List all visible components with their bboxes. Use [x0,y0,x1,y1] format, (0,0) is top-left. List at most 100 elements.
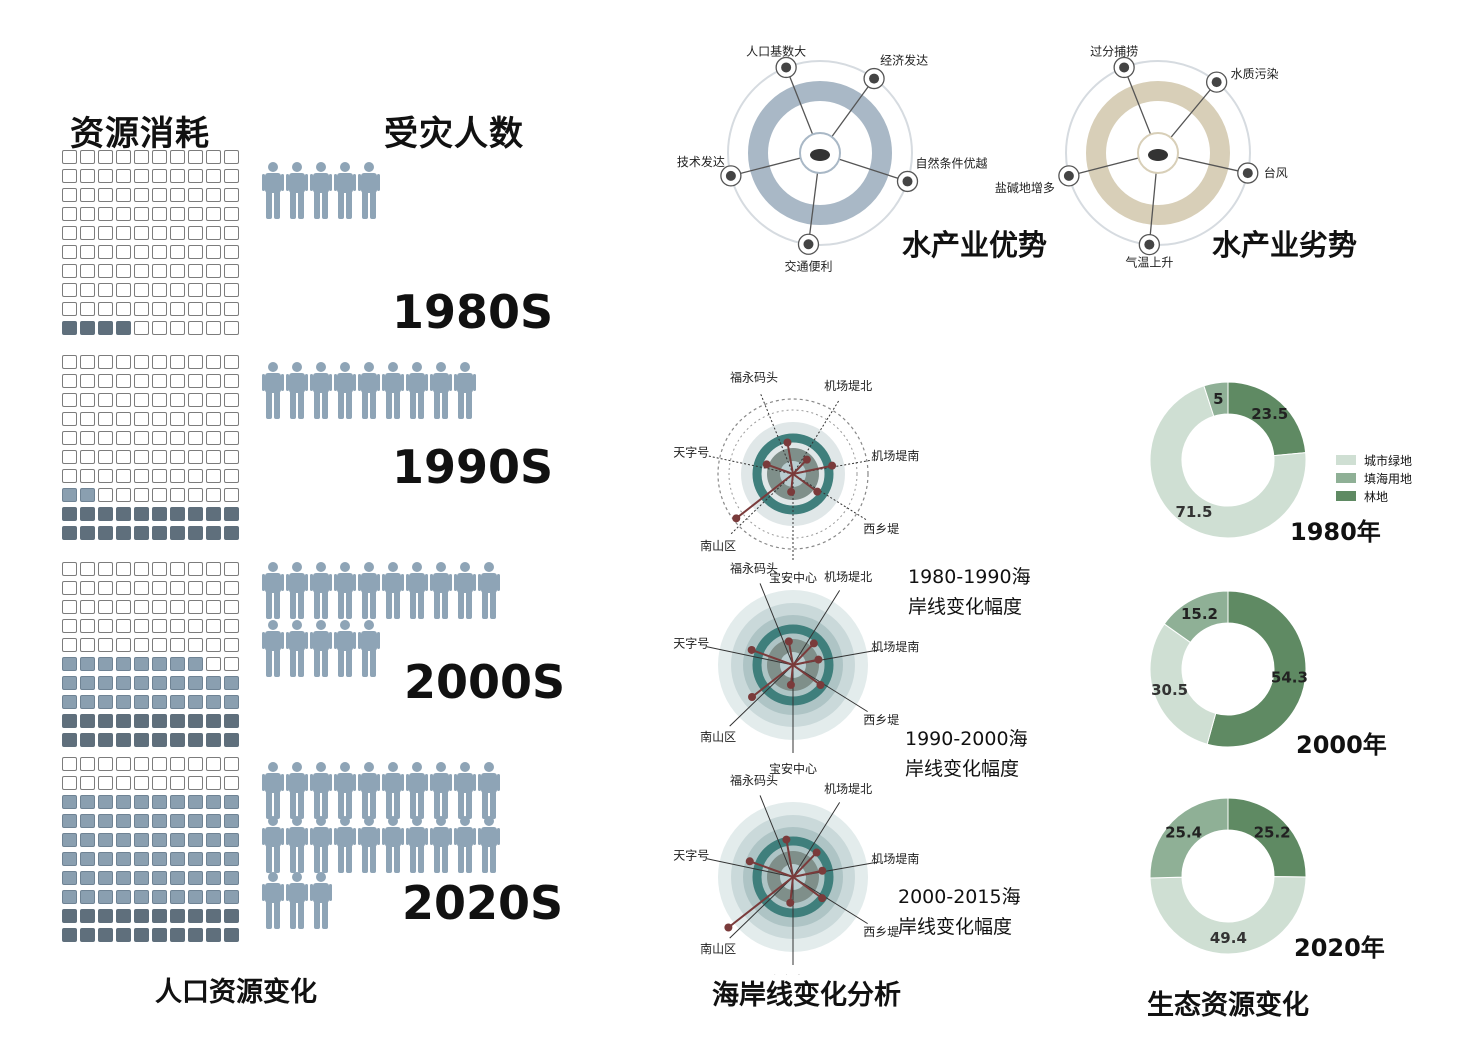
factor-label: 水质污染 [1231,66,1279,81]
resource-cell-filled [188,733,203,747]
resource-cell [62,776,77,790]
resource-cell-filled [152,852,167,866]
factor-label: 交通便利 [784,258,832,273]
resource-cell [62,264,77,278]
lightning-icon-glyph [1242,168,1253,179]
shoreline-change-marker [724,923,733,932]
shoreline-location-label: 福永码头 [730,773,778,788]
resource-cell [170,581,185,595]
whale-icon [810,149,830,161]
resource-cell [116,757,131,771]
person-icon [262,562,284,619]
donut-value-label: 5 [1213,390,1223,408]
resource-cell [224,302,239,316]
person-icon [430,562,452,619]
resource-cell [134,581,149,595]
resource-cell [116,638,131,652]
resource-cell [80,245,95,259]
resource-cell [188,264,203,278]
resource-cell [134,488,149,502]
person-icon [286,872,308,929]
resource-cell [98,412,113,426]
resource-cell [116,600,131,614]
ecology-donut-charts: 23.571.551980年54.330.515.22000年25.249.42… [1149,381,1387,962]
coins-icon-glyph [869,73,880,84]
person-icon [430,362,452,419]
person-icon [286,362,308,419]
shoreline-period-3-caption: 2000-2015海 岸线变化幅度 [898,882,1021,942]
donut-slice-林地 [1206,590,1307,748]
legend-swatch [1336,455,1356,465]
resource-cell [62,581,77,595]
shoreline-change-marker [816,680,825,689]
resource-cell [134,562,149,576]
resource-cell [62,600,77,614]
resource-cell [206,600,221,614]
resource-cell [224,619,239,633]
resource-cell [206,226,221,240]
resource-cell [188,757,203,771]
person-icon [334,162,356,219]
period-caption-line1: 1980-1990海 [908,566,1031,588]
person-icon [334,562,356,619]
person-icon [478,816,500,873]
resource-cell-filled [134,814,149,828]
resource-cell [152,226,167,240]
shoreline-location-label: 西乡堤 [863,522,899,536]
person-icon [334,362,356,419]
resource-cell [206,169,221,183]
resource-cell [170,776,185,790]
resource-cell [206,581,221,595]
resource-cell [116,581,131,595]
resource-cell-filled [116,795,131,809]
factor-label: 气温上升 [1125,255,1173,270]
resource-cell-filled [116,871,131,885]
resource-cell-filled [170,852,185,866]
resource-cell [62,469,77,483]
resource-cell-filled [224,852,239,866]
resource-cell-filled [152,507,167,521]
resource-cell [170,431,185,445]
person-icon [310,762,332,819]
factor-label: 台风 [1264,165,1288,180]
resource-cell [224,355,239,369]
resource-cell [206,355,221,369]
resource-cell [98,169,113,183]
resource-cell [188,355,203,369]
decade-label: 2000S [404,655,566,709]
resource-cell-filled [152,733,167,747]
whale-icon [1148,149,1168,161]
person-icon [454,562,476,619]
resource-cell-filled [116,814,131,828]
resource-cell [188,412,203,426]
shoreline-location-label: 机场堤南 [871,639,919,654]
resource-cell [170,488,185,502]
resource-cell [224,245,239,259]
person-icon [430,816,452,873]
resource-cell [170,450,185,464]
resource-cell [224,562,239,576]
person-icon [358,362,380,419]
resource-cell-filled [62,526,77,540]
resource-cell-filled [152,795,167,809]
shoreline-change-marker [814,655,823,664]
resource-cell-filled [224,714,239,728]
resource-cell [80,207,95,221]
resource-cell [134,150,149,164]
resource-cell-filled [188,814,203,828]
resource-cell [80,600,95,614]
resource-cell [170,757,185,771]
resource-cell-filled [188,526,203,540]
resource-cell-filled [62,833,77,847]
resource-cell-filled [170,695,185,709]
resource-cell-filled [206,733,221,747]
person-icon [358,816,380,873]
resource-cell [62,169,77,183]
person-icon [358,162,380,219]
shoreline-location-label: 南山区 [700,538,736,553]
resource-cell [98,393,113,407]
resource-cell [134,226,149,240]
inner-ring [748,81,892,225]
resource-cell [98,150,113,164]
